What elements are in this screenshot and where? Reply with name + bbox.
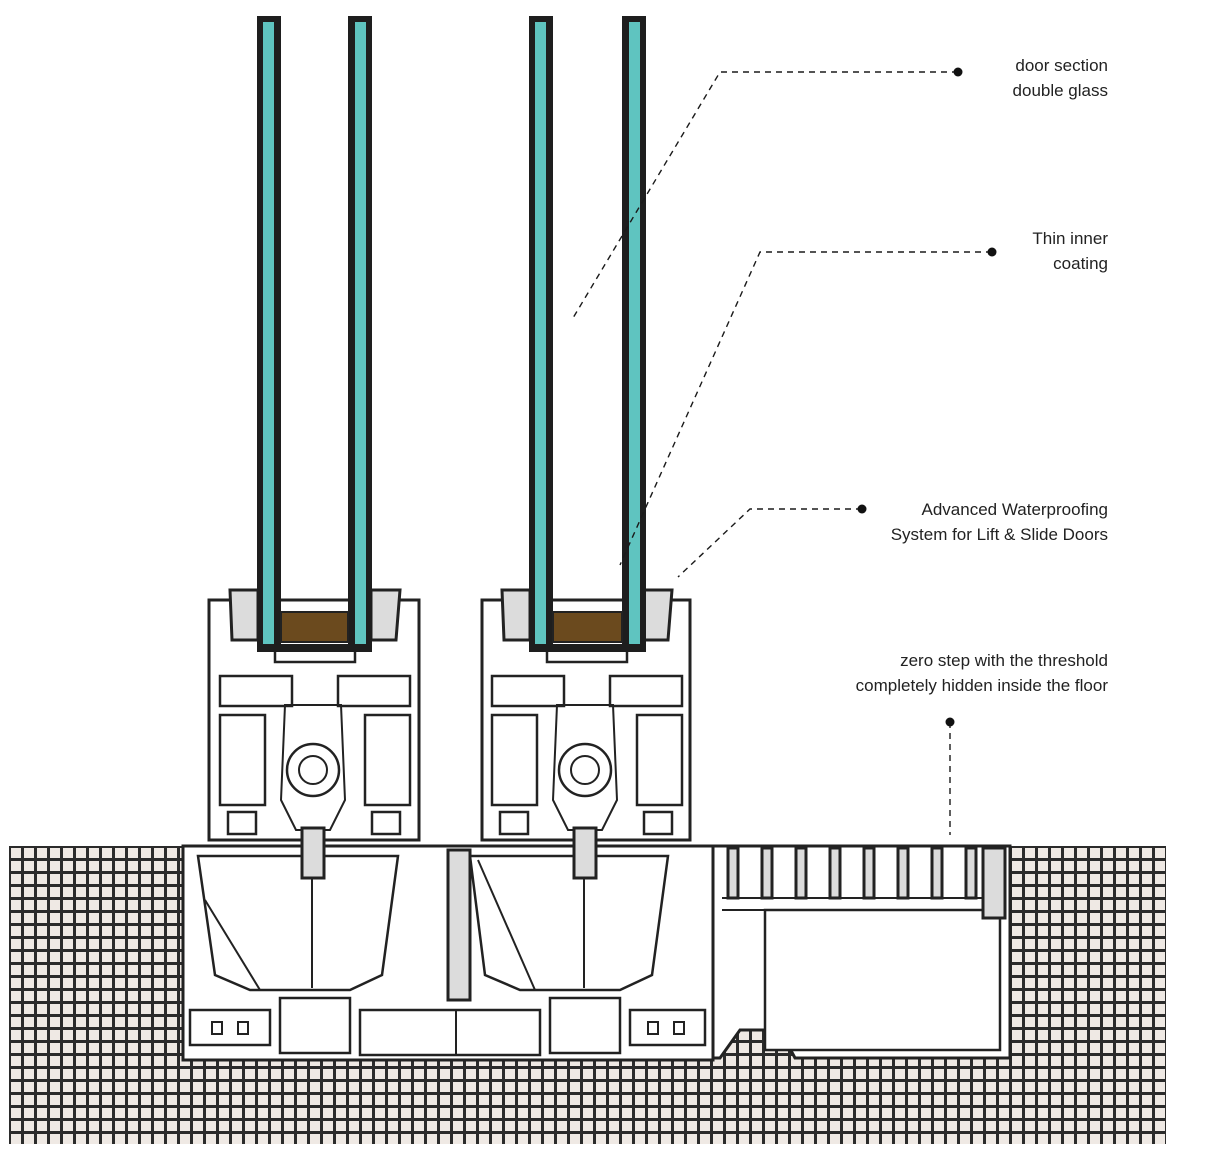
leader-inner-coating (619, 251, 992, 566)
callout-dot-zero-step (945, 717, 955, 727)
track-chamber-left (196, 854, 400, 992)
callout-markers (857, 67, 997, 727)
leader-waterproofing (677, 508, 862, 578)
glass-unit-right (529, 16, 646, 652)
sash-right (480, 16, 692, 880)
callout-dot-waterproofing (857, 504, 867, 514)
leader-lines (572, 71, 992, 835)
sash-left-roller (285, 742, 341, 798)
track-chamber-right (468, 854, 670, 992)
sash-right-roller (557, 742, 613, 798)
drain-channel-chamber (763, 908, 1002, 1052)
sash-left (207, 16, 421, 880)
callout-zero-step-line2: completely hidden inside the floor (856, 676, 1109, 695)
callout-door-section-line1: door section (1015, 56, 1108, 75)
glass-spacer-left (280, 611, 349, 643)
callout-inner-coating-line2: coating (1053, 254, 1108, 273)
track-centre-post (446, 848, 472, 1002)
callout-labels: door section double glass Thin inner coa… (856, 56, 1109, 695)
callout-door-section-line2: double glass (1013, 81, 1108, 100)
callout-inner-coating-line1: Thin inner (1032, 229, 1108, 248)
glass-unit-left (257, 16, 372, 652)
callout-dot-door-section (953, 67, 963, 77)
threshold-track (181, 844, 715, 1062)
callout-zero-step-line1: zero step with the threshold (900, 651, 1108, 670)
callout-waterproofing-line1: Advanced Waterproofing (922, 500, 1108, 519)
glass-spacer-right (552, 611, 623, 643)
callout-waterproofing-line2: System for Lift & Slide Doors (891, 525, 1108, 544)
callout-dot-inner-coating (987, 247, 997, 257)
leader-door-section (572, 71, 958, 319)
drain-channel (711, 844, 1012, 1060)
drain-grate (726, 846, 978, 900)
